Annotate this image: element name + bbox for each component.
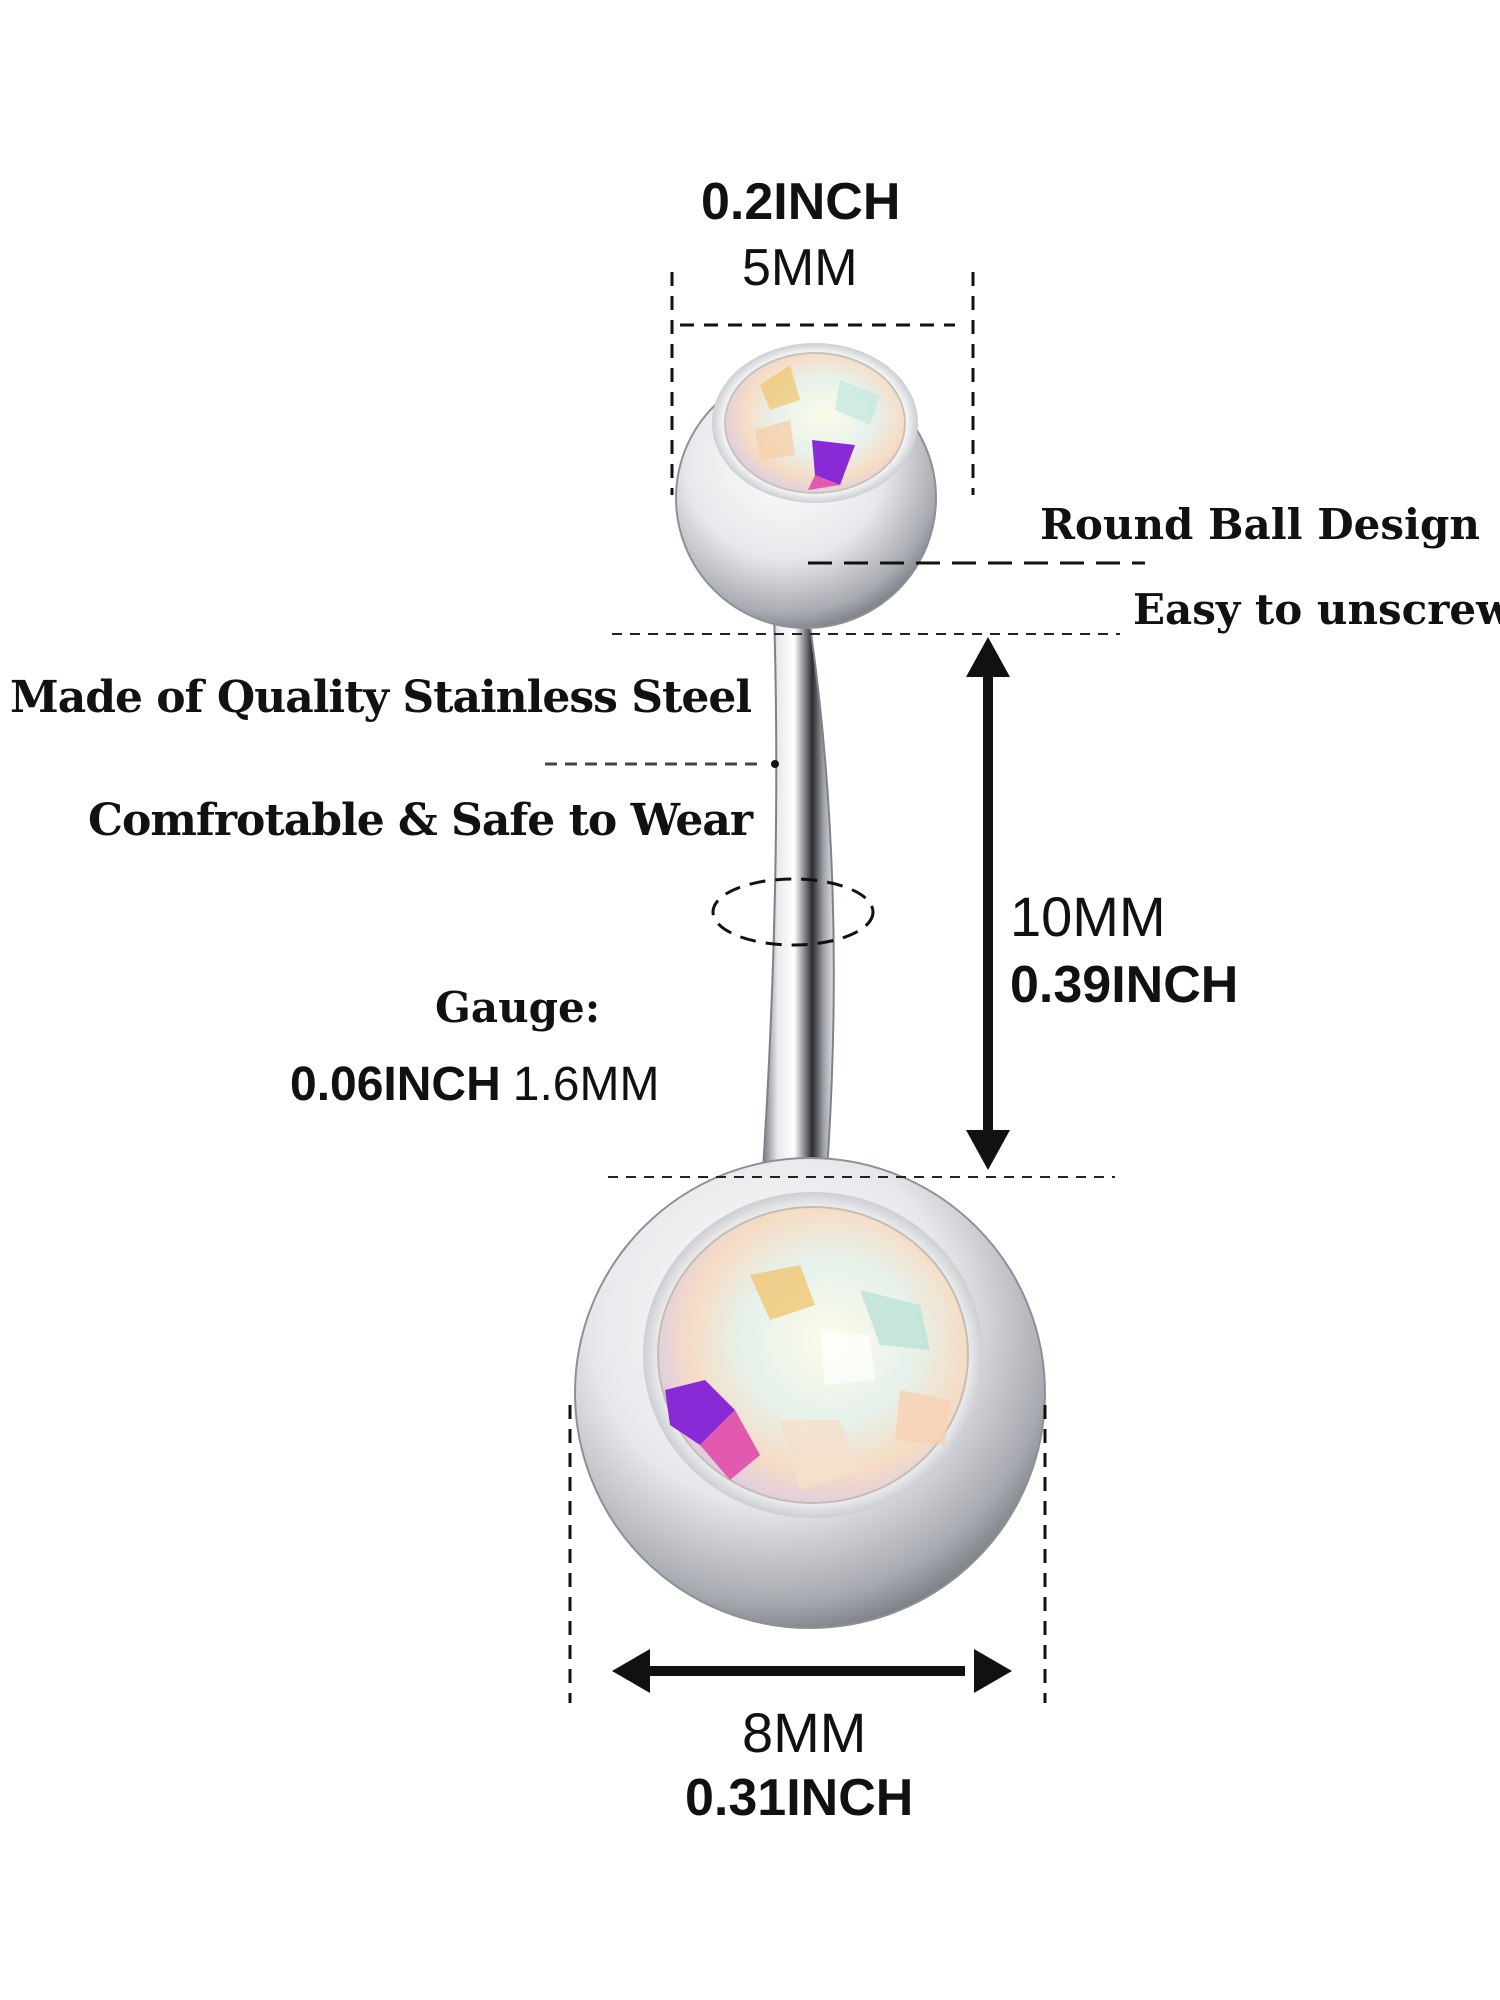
gauge-title-label: Gauge: — [435, 983, 601, 1032]
length-arrow — [966, 637, 1010, 1170]
gauge-marker — [711, 877, 875, 947]
comfort-label: Comfrotable & Safe to Wear — [88, 795, 753, 846]
bar-length-mm-label: 10MM — [1010, 885, 1166, 948]
top-ball-mm-label: 5MM — [742, 239, 858, 297]
gauge-value: 0.06INCH 1.6MM — [290, 1057, 659, 1112]
bottom-ball-inch-label: 0.31INCH — [685, 1769, 914, 1827]
top-ball-dimension — [670, 272, 975, 495]
round-ball-design-label: Round Ball Design — [1040, 500, 1480, 549]
material-label: Made of Quality Stainless Steel — [10, 672, 752, 723]
bottom-ball — [574, 1157, 1046, 1629]
top-ball — [675, 343, 937, 629]
bottom-ball-mm-label: 8MM — [742, 1701, 867, 1764]
top-ball-inch-label: 0.2INCH — [701, 173, 901, 231]
width-arrow — [612, 1649, 1012, 1693]
bar-length-inch-label: 0.39INCH — [1010, 956, 1239, 1014]
gauge-inch-label: 0.06INCH — [290, 1058, 501, 1111]
gauge-mm-label: 1.6MM — [512, 1058, 660, 1111]
steel-bar — [760, 611, 835, 1186]
easy-to-unscrew-label: Easy to unscrew — [1133, 585, 1500, 634]
bottom-ball-dimension — [568, 1405, 1047, 1703]
